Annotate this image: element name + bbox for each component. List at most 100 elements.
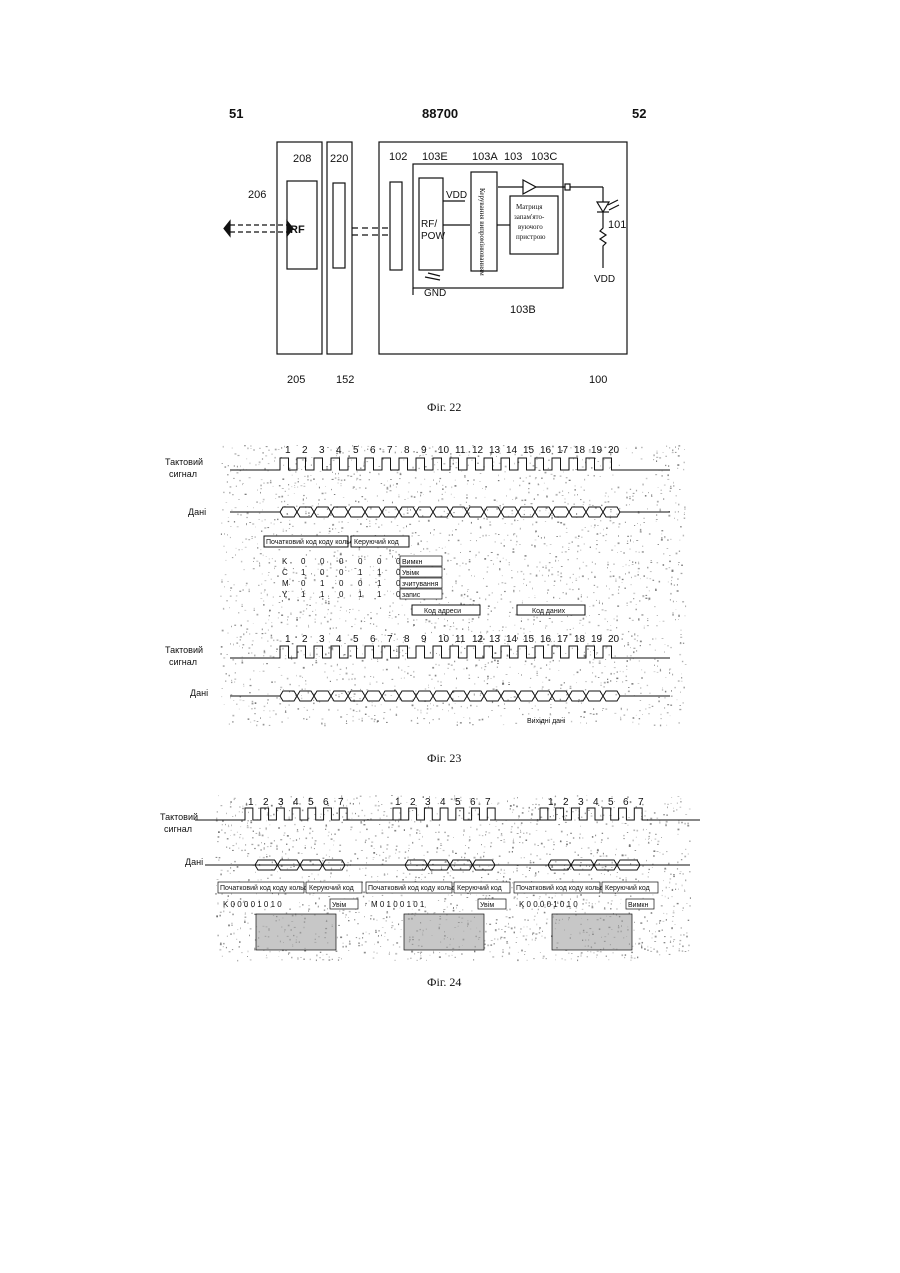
label-103c: 103C [531, 151, 557, 163]
fig24-initial-code-box: Початковий код коду кольору [368, 884, 464, 892]
fig24-clock-label-1: Тактовий [160, 812, 198, 822]
fig23-table-cell: 0 [320, 557, 325, 566]
fig23-tick-label: 4 [336, 445, 342, 456]
fig24-tick-label: 1 [248, 797, 254, 808]
fig23-tick-label: 20 [608, 445, 620, 456]
fig24-tick-label: 7 [338, 797, 344, 808]
fig23-table-cell: 0 [339, 590, 344, 599]
fig23-table-cell: 0 [377, 557, 382, 566]
fig23-table-cell: 1 [301, 568, 306, 577]
label-control: Керування випромінюванням [478, 188, 486, 276]
fig23-tick2-label: 5 [353, 634, 359, 645]
fig23-tick-label: 19 [591, 445, 603, 456]
label-rfpow-2: POW [421, 231, 445, 242]
fig23-output-label: Вихідні дані [527, 717, 566, 725]
fig24-tick-label: 4 [440, 797, 446, 808]
label-103: 103 [504, 151, 522, 163]
fig23-tick-label: 8 [404, 445, 410, 456]
fig23-table-cell: C [282, 568, 288, 577]
fig24-timing-diagram: Тактовий сигнал Дані 1234567123456712345… [0, 790, 900, 970]
fig23-timing-diagram: Тактовий сигнал Дані Тактовий сигнал Дан… [0, 440, 900, 750]
label-matrix-2: запам'ято- [514, 213, 545, 221]
fig24-tick-label: 2 [563, 797, 569, 808]
fig24-tick-label: 7 [638, 797, 644, 808]
fig23-tick2-label: 16 [540, 634, 552, 645]
fig24-code-row: M 0 1 0 0 1 0 1 [371, 900, 425, 909]
fig24-control-code-box: Керуючий код [309, 884, 354, 892]
fig23-table-cell: 0 [358, 579, 363, 588]
fig23-table-cell: 0 [320, 568, 325, 577]
label-gnd: GND [424, 288, 446, 299]
fig24-code-row: K 0 0 0 0 1 0 1 0 [519, 900, 578, 909]
fig23-table-cell: 1 [320, 579, 325, 588]
label-206: 206 [248, 189, 266, 201]
fig23-tick2-label: 19 [591, 634, 603, 645]
fig23-tick2-label: 18 [574, 634, 586, 645]
fig23-control-code-box: Керуючий код [354, 538, 399, 546]
fig24-state-box: Вимкн [628, 902, 648, 909]
fig23-tick-label: 13 [489, 445, 501, 456]
fig23-table-cell: 1 [301, 590, 306, 599]
fig23-tick-label: 1 [285, 445, 291, 456]
fig23-tick2-label: 9 [421, 634, 427, 645]
fig23-table-cell: 1 [377, 568, 382, 577]
fig23-table-cell: 0 [301, 557, 306, 566]
fig23-table-cell: 1 [320, 590, 325, 599]
fig23-table-state: зчитування [402, 581, 439, 588]
fig24-data-label: Дані [185, 857, 203, 867]
label-matrix-3: вуючого [518, 223, 543, 231]
fig23-data-code-box: Код даних [532, 608, 566, 615]
fig23-tick-label: 11 [455, 445, 466, 456]
fig23-tick-label: 15 [523, 445, 535, 456]
fig23-tick2-label: 15 [523, 634, 535, 645]
fig23-table-cell: 0 [358, 557, 363, 566]
label-220: 220 [330, 153, 348, 165]
fig23-tick2-label: 2 [302, 634, 308, 645]
fig23-tick-label: 10 [438, 445, 450, 456]
fig23-tick2-label: 3 [319, 634, 325, 645]
fig23-tick-label: 16 [540, 445, 552, 456]
fig23-table-cell: 0 [339, 568, 344, 577]
fig23-tick-label: 18 [574, 445, 586, 456]
label-rf: RF [290, 224, 305, 236]
fig24-tick-label: 3 [278, 797, 284, 808]
label-vdd-2: VDD [594, 274, 615, 285]
fig24-tick-label: 2 [263, 797, 269, 808]
fig23-tick2-label: 6 [370, 634, 376, 645]
fig23-tick2-label: 13 [489, 634, 501, 645]
fig24-code-row: K 0 0 0 0 1 0 1 0 [223, 900, 282, 909]
fig24-control-code-box: Керуючий код [457, 884, 502, 892]
label-205: 205 [287, 374, 305, 386]
fig23-tick2-label: 12 [472, 634, 484, 645]
fig23-data-label: Дані [188, 507, 206, 517]
fig23-tick-label: 9 [421, 445, 427, 456]
fig23-clock-label-1: Тактовий [165, 457, 203, 467]
label-103a: 103A [472, 151, 498, 163]
fig23-tick2-label: 4 [336, 634, 342, 645]
fig23-tick-label: 14 [506, 445, 518, 456]
fig23-tick2-label: 17 [557, 634, 569, 645]
fig24-tick-label: 6 [323, 797, 329, 808]
fig24-initial-code-box: Початковий код коду кольору [220, 884, 316, 892]
fig23-table-cell: 0 [301, 579, 306, 588]
fig24-initial-code-box: Початковий код коду кольору [516, 884, 612, 892]
fig23-table-cell: 1 [358, 568, 363, 577]
label-matrix-4: пристрою [516, 233, 545, 241]
fig24-tick-label: 2 [410, 797, 416, 808]
fig23-clock2-label-1: Тактовий [165, 645, 203, 655]
label-103b: 103B [510, 304, 536, 316]
fig23-tick-label: 6 [370, 445, 376, 456]
fig23-table-cell: 1 [358, 590, 363, 599]
fig23-tick2-label: 1 [285, 634, 291, 645]
fig24-tick-label: 5 [608, 797, 614, 808]
fig24-control-code-box: Керуючий код [605, 884, 650, 892]
fig23-tick2-label: 14 [506, 634, 518, 645]
fig24-tick-label: 5 [308, 797, 314, 808]
fig23-table-cell: M [282, 579, 289, 588]
fig24-tick-label: 4 [293, 797, 299, 808]
fig23-initial-code-box: Початковий код коду кольору [266, 538, 362, 546]
fig23-tick2-label: 7 [387, 634, 393, 645]
fig23-tick2-label: 8 [404, 634, 410, 645]
fig23-tick2-label: 20 [608, 634, 620, 645]
fig23-data2-label: Дані [190, 688, 208, 698]
